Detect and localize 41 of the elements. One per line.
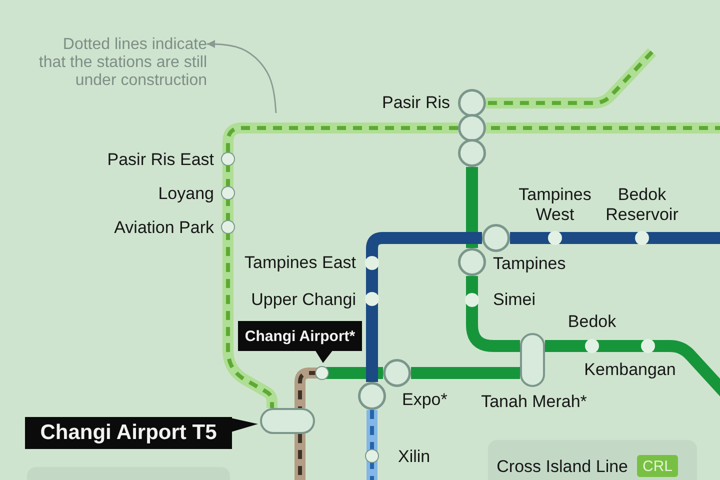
station-label: Upper Changi: [251, 290, 356, 310]
station-label: Bedok: [568, 312, 616, 332]
planned-rail-line: [486, 50, 654, 105]
rail-line: [545, 340, 588, 352]
planned-rail-line: [226, 126, 458, 155]
station-callout: Changi Airport*: [238, 321, 362, 363]
station-label: Kembangan: [584, 360, 676, 380]
rail-line: [510, 232, 551, 244]
station-label: Tampines East: [244, 253, 356, 273]
rail-line: [326, 367, 383, 379]
station-label: Tanah Merah*: [481, 392, 587, 412]
station-label: Xilin: [398, 447, 430, 467]
station-label: Tampines: [493, 254, 566, 274]
rail-line: [466, 276, 478, 296]
rail-line: [466, 167, 478, 248]
station-label: Pasir Ris East: [107, 150, 214, 170]
rail-line: [411, 367, 520, 379]
line-code-tag: CRL: [637, 455, 678, 477]
planned-rail-line: [370, 410, 374, 452]
planned-rail-line: [226, 163, 230, 189]
station-label: Pasir Ris: [382, 93, 450, 113]
station-label: Aviation Park: [114, 218, 214, 238]
rail-line: [596, 340, 644, 352]
planned-rail-line: [370, 460, 374, 480]
station-label: Expo*: [402, 390, 448, 410]
rail-line: [366, 267, 378, 295]
rail-line: [366, 303, 378, 382]
station-callout: Changi Airport T5: [25, 417, 258, 449]
rail-line: [646, 232, 720, 244]
legend-text: Cross Island Line: [496, 457, 628, 477]
leader-line: [207, 40, 277, 114]
planned-rail-line: [226, 231, 274, 408]
rail-line: [652, 340, 720, 398]
station-label: Bedok Reservoir: [604, 185, 680, 225]
rail-line: [559, 232, 638, 244]
planned-rail-line: [226, 197, 230, 223]
station-label: Simei: [493, 290, 536, 310]
station-label: Tampines West: [518, 185, 592, 225]
annotation-text: Dotted lines indicate that the stations are still under construction: [35, 36, 207, 90]
rail-line: [366, 232, 482, 259]
station-label: Loyang: [158, 184, 214, 204]
